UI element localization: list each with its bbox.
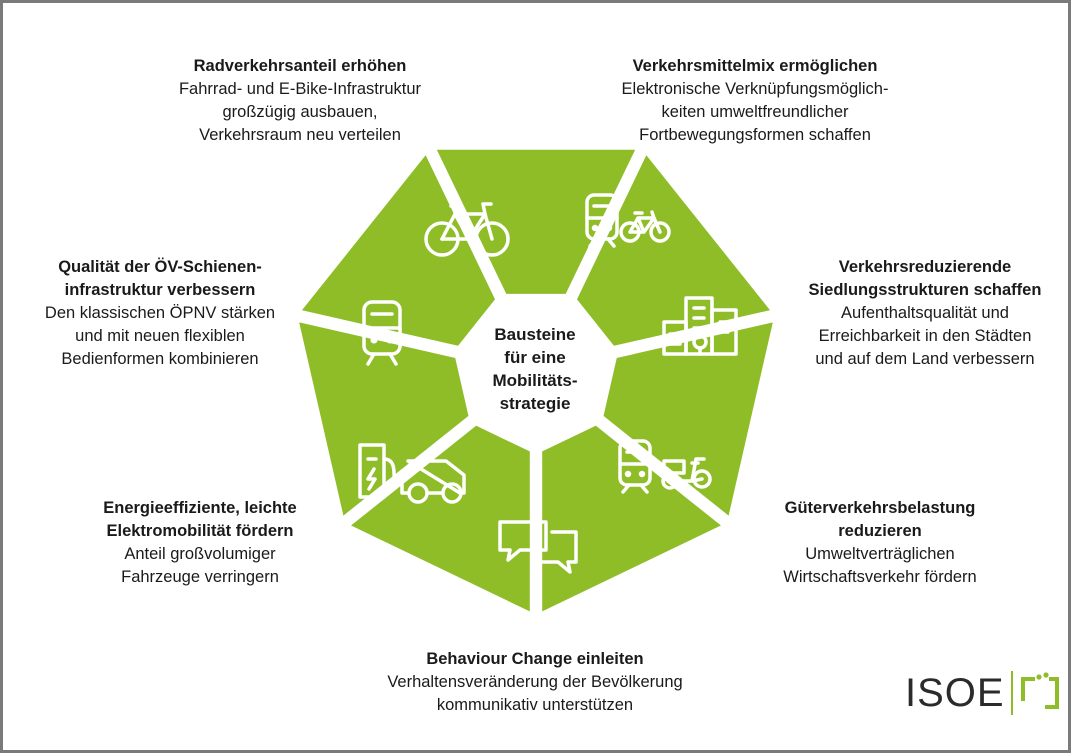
block-body-line: Verhaltensveränderung der Bevölkerung: [387, 673, 683, 691]
block-body-line: Verkehrsraum neu verteilen: [199, 126, 401, 144]
speech-bubbles-icon: [498, 520, 578, 574]
block-body-line: kommunikativ unterstützen: [436, 696, 634, 714]
block-elektromobilitaet: Energieeffiziente, leichte Elektromobili…: [70, 497, 330, 589]
block-title: Güterverkehrsbelastung: [784, 499, 976, 517]
block-body-line: Fahrzeuge verringern: [121, 568, 279, 586]
block-title: Verkehrsreduzierende: [838, 258, 1012, 276]
segment-train: [286, 138, 506, 356]
segments: [286, 138, 786, 626]
block-body-line: Fahrrad- und E-Bike-Infrastruktur: [178, 80, 422, 98]
block-body-line: Erreichbarkeit in den Städten: [818, 327, 1032, 345]
block-title: Elektromobilität fördern: [106, 522, 294, 540]
city-buildings-icon: [662, 296, 738, 356]
train-and-bicycle-icon: [585, 193, 671, 248]
block-behaviour-change: Behaviour Change einleiten Verhaltensver…: [355, 648, 715, 717]
block-verkehrsmittelmix: Verkehrsmittelmix ermöglichen Elektronis…: [595, 55, 915, 147]
train-and-cargo-bike-icon: [618, 439, 712, 494]
icons: [358, 193, 738, 574]
block-title: Radverkehrsanteil erhöhen: [193, 57, 407, 75]
block-body-line: und mit neuen flexiblen: [75, 327, 245, 345]
block-title: Behaviour Change einleiten: [426, 650, 644, 668]
block-title: Verkehrsmittelmix ermöglichen: [632, 57, 878, 75]
block-body-line: Bedienformen kombinieren: [61, 350, 259, 368]
isoe-logo: ISOE: [905, 670, 1065, 716]
block-body-line: Fortbewegungsformen schaffen: [639, 126, 871, 144]
block-body-line: Umweltverträglichen: [805, 545, 955, 563]
block-gueterverkehr: Güterverkehrsbelastung reduzieren Umwelt…: [755, 497, 1005, 589]
block-title: reduzieren: [838, 522, 922, 540]
train-icon: [362, 300, 402, 366]
block-body-line: Elektronische Verknüpfungsmöglich-: [621, 80, 889, 98]
bicycle-icon: [424, 202, 510, 257]
block-body-line: großzügig ausbauen,: [222, 103, 378, 121]
block-oev-schiene: Qualität der ÖV-Schienen- infrastruktur …: [30, 256, 290, 371]
center-label-line: Mobilitäts-: [492, 371, 578, 390]
block-body-line: Den klassischen ÖPNV stärken: [44, 304, 276, 322]
block-title: infrastruktur verbessern: [64, 281, 256, 299]
block-body-line: und auf dem Land verbessern: [815, 350, 1035, 368]
center-heptagon: [462, 302, 610, 445]
center-label-line: für eine: [504, 348, 566, 367]
block-title: Siedlungsstrukturen schaffen: [808, 281, 1042, 299]
block-title: Qualität der ÖV-Schienen-: [58, 258, 262, 276]
center-label-line: Bausteine: [494, 325, 576, 344]
block-radverkehr: Radverkehrsanteil erhöhen Fahrrad- und E…: [150, 55, 450, 147]
block-title: Energieeffiziente, leichte: [103, 499, 297, 517]
logo-separator: [1010, 671, 1013, 715]
block-body-line: Aufenthaltsqualität und: [841, 304, 1009, 322]
center-label: Bausteine für eine Mobilitäts- strategie: [470, 323, 600, 415]
center-label-line: strategie: [499, 394, 571, 413]
charging-station-electric-car-icon: [358, 443, 466, 504]
block-body-line: Wirtschaftsverkehr fördern: [783, 568, 977, 586]
block-body-line: keiten umweltfreundlicher: [661, 103, 849, 121]
isoe-bracket-logo-icon: [1020, 672, 1059, 709]
block-body-line: Anteil großvolumiger: [124, 545, 276, 563]
block-siedlungsstrukturen: Verkehrsreduzierende Siedlungsstrukturen…: [795, 256, 1055, 371]
logo-text: ISOE: [905, 671, 1005, 715]
